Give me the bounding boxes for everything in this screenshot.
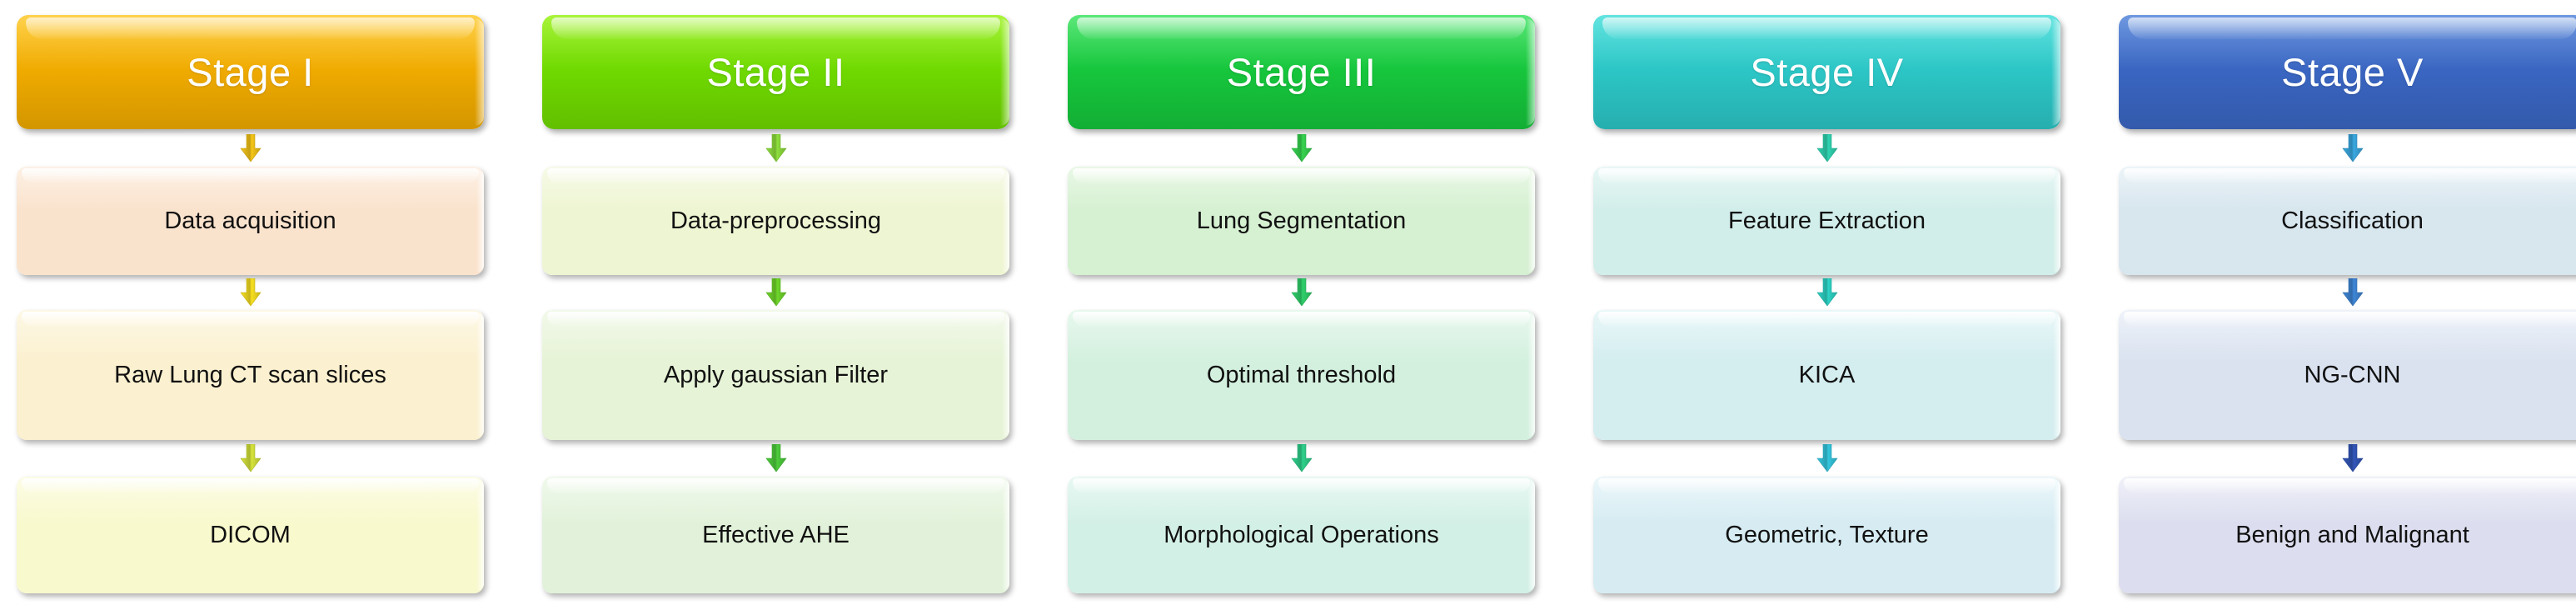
step-label: Effective AHE: [702, 521, 850, 548]
arrow-down-icon: [765, 444, 787, 472]
step-box-4-3[interactable]: Geometric, Texture: [1593, 477, 2060, 593]
step-label: Geometric, Texture: [1725, 521, 1929, 548]
step-label: Lung Segmentation: [1196, 207, 1407, 234]
step-box-1-1[interactable]: Data acquisition: [17, 167, 484, 275]
arrow-down-icon: [239, 444, 262, 472]
stage-header-3[interactable]: Stage III: [1068, 15, 1535, 129]
step-box-2-1[interactable]: Data-preprocessing: [542, 167, 1009, 275]
step-label: Feature Extraction: [1728, 207, 1926, 234]
flow-arrow-down-icon: [1068, 440, 1535, 477]
stage-header-label: Stage III: [1226, 50, 1377, 94]
step-box-3-1[interactable]: Lung Segmentation: [1068, 167, 1535, 275]
step-box-3-3[interactable]: Morphological Operations: [1068, 477, 1535, 593]
flow-arrow-down-icon: [1068, 129, 1535, 167]
arrow-down-icon: [1816, 133, 1838, 162]
arrow-down-icon: [765, 278, 787, 307]
arrow-down-icon: [1290, 133, 1313, 162]
arrow-down-icon: [2341, 133, 2364, 162]
flow-arrow-down-icon: [1593, 275, 2060, 310]
stage-header-label: Stage I: [187, 50, 314, 94]
arrow-down-icon: [1290, 444, 1313, 472]
flow-arrow-down-icon: [2119, 440, 2576, 477]
flow-arrow-down-icon: [17, 275, 484, 310]
flow-arrow-down-icon: [1593, 129, 2060, 167]
arrow-down-icon: [2341, 278, 2364, 307]
stage-header-2[interactable]: Stage II: [542, 15, 1009, 129]
stage-header-label: Stage V: [2281, 50, 2424, 94]
step-box-4-1[interactable]: Feature Extraction: [1593, 167, 2060, 275]
arrow-down-icon: [1816, 444, 1838, 472]
step-box-2-3[interactable]: Effective AHE: [542, 477, 1009, 593]
flow-arrow-down-icon: [1068, 275, 1535, 310]
step-label: KICA: [1798, 361, 1856, 388]
flow-arrow-down-icon: [17, 440, 484, 477]
step-label: NG-CNN: [2304, 361, 2401, 388]
step-box-5-3[interactable]: Benign and Malignant: [2119, 477, 2576, 593]
flow-arrow-down-icon: [1593, 440, 2060, 477]
flow-arrow-down-icon: [2119, 129, 2576, 167]
step-label: Data-preprocessing: [670, 207, 882, 234]
arrow-down-icon: [765, 133, 787, 162]
step-box-4-2[interactable]: KICA: [1593, 310, 2060, 440]
step-label: Raw Lung CT scan slices: [114, 361, 386, 388]
step-label: Data acquisition: [164, 207, 336, 234]
stage-header-5[interactable]: Stage V: [2119, 15, 2576, 129]
step-box-5-2[interactable]: NG-CNN: [2119, 310, 2576, 440]
flow-arrow-down-icon: [2119, 275, 2576, 310]
step-label: Classification: [2281, 207, 2424, 234]
step-box-3-2[interactable]: Optimal threshold: [1068, 310, 1535, 440]
flow-arrow-down-icon: [542, 129, 1009, 167]
flow-arrow-down-icon: [542, 275, 1009, 310]
step-label: Benign and Malignant: [2235, 521, 2469, 548]
step-label: Optimal threshold: [1206, 361, 1397, 388]
flow-arrow-down-icon: [542, 440, 1009, 477]
stage-header-1[interactable]: Stage I: [17, 15, 484, 129]
arrow-down-icon: [2341, 444, 2364, 472]
stage-header-label: Stage II: [706, 50, 845, 94]
stage-header-label: Stage IV: [1750, 50, 1904, 94]
step-label: DICOM: [210, 521, 291, 548]
flow-arrow-down-icon: [17, 129, 484, 167]
step-box-1-2[interactable]: Raw Lung CT scan slices: [17, 310, 484, 440]
step-label: Apply gaussian Filter: [663, 361, 889, 388]
step-box-5-1[interactable]: Classification: [2119, 167, 2576, 275]
arrow-down-icon: [239, 278, 262, 307]
stage-header-4[interactable]: Stage IV: [1593, 15, 2060, 129]
arrow-down-icon: [1290, 278, 1313, 307]
step-label: Morphological Operations: [1163, 521, 1439, 548]
step-box-1-3[interactable]: DICOM: [17, 477, 484, 593]
step-box-2-2[interactable]: Apply gaussian Filter: [542, 310, 1009, 440]
arrow-down-icon: [1816, 278, 1838, 307]
arrow-down-icon: [239, 133, 262, 162]
